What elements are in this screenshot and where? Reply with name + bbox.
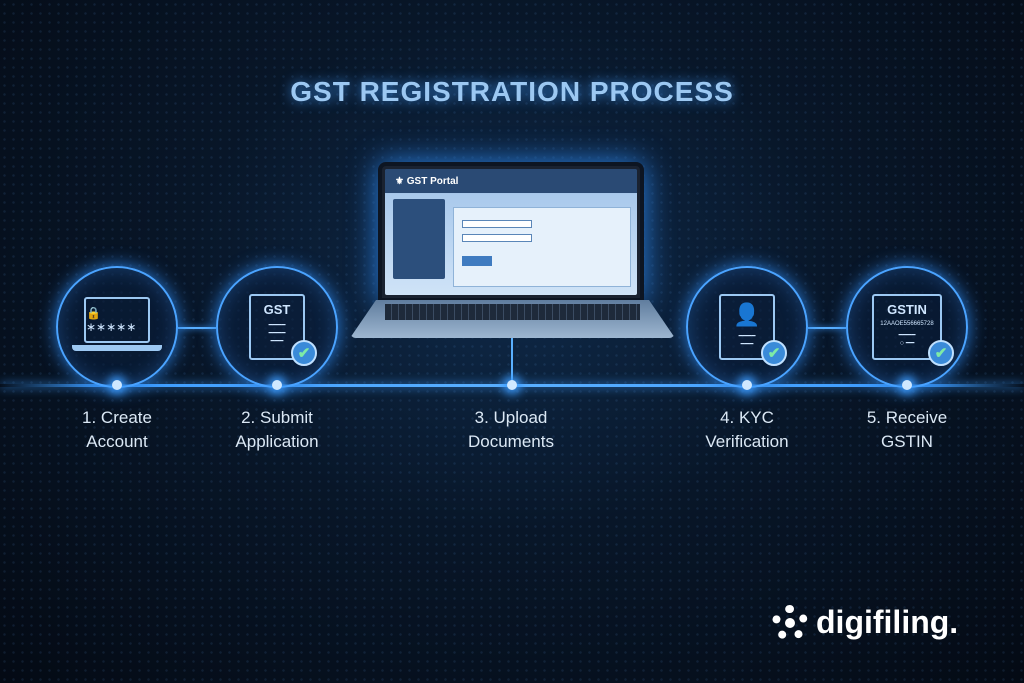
check-badge-icon: ✔ [928,340,954,366]
check-badge-icon: ✔ [761,340,787,366]
portal-sidebar [393,199,445,279]
step-1-circle: 🔒 ∗∗∗∗∗ [56,266,178,388]
brand-name: digifiling. [816,604,959,640]
connector [511,338,513,384]
gear-icon [772,604,808,641]
timeline-node [742,380,752,390]
laptop-portal-icon: ⚜ GST Portal [378,162,644,302]
timeline-node [902,380,912,390]
laptop-keyboard [385,304,640,320]
step-4-circle: 👤━━━━━━━ ✔ [686,266,808,388]
timeline-node [507,380,517,390]
gst-document-icon: GST━━━━━━━━━━━ ✔ [249,294,317,366]
step-2-circle: GST━━━━━━━━━━━ ✔ [216,266,338,388]
check-badge-icon: ✔ [291,340,317,366]
page-title: GST REGISTRATION PROCESS [290,76,734,107]
brand-logo: digifiling. [772,604,958,641]
connector [808,327,846,329]
id-card-check-icon: 👤━━━━━━━ ✔ [719,294,787,366]
portal-screen: ⚜ GST Portal [385,169,637,295]
portal-title: GST Portal [406,175,459,187]
connector [178,327,216,329]
portal-header: ⚜ GST Portal [385,169,637,193]
timeline-node [272,380,282,390]
portal-form [453,207,631,287]
laptop-lock-icon: 🔒 ∗∗∗∗∗ [72,297,162,357]
timeline-node [112,380,122,390]
